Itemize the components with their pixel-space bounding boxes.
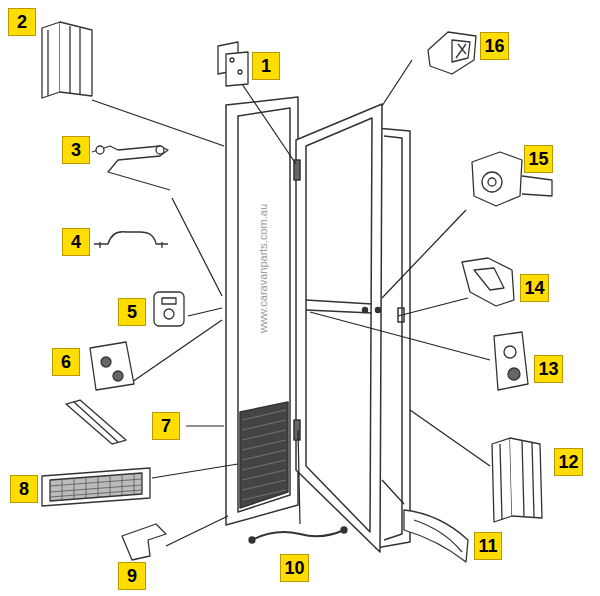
callout-box: 3	[62, 136, 90, 164]
callout-number: 1	[261, 57, 271, 75]
callout-box: 11	[474, 532, 502, 560]
callout-number: 6	[61, 353, 71, 371]
callout-number: 11	[478, 537, 497, 555]
callout-box: 7	[152, 412, 180, 440]
callout-box: 9	[118, 562, 146, 590]
callout-box: 14	[520, 274, 549, 302]
watermark: www.caravanparts.com.au	[257, 204, 269, 333]
callout-box: 10	[280, 554, 309, 582]
callout-number: 5	[127, 303, 137, 321]
callout-number: 2	[17, 13, 27, 31]
callout-box: 13	[534, 355, 563, 383]
callout-box: 4	[62, 228, 90, 256]
callout-box: 1	[252, 52, 280, 80]
callout-box: 15	[524, 145, 553, 173]
callout-box: 5	[118, 298, 146, 326]
callout-box: 2	[8, 8, 36, 36]
callout-box: 6	[52, 348, 80, 376]
callout-number: 8	[19, 480, 29, 498]
callout-number: 12	[558, 453, 578, 471]
callout-number: 4	[71, 233, 81, 251]
callout-number: 13	[538, 360, 558, 378]
callout-number: 7	[161, 417, 171, 435]
callout-box: 12	[554, 448, 583, 476]
callout-box: 16	[480, 32, 509, 60]
callout-box: 8	[10, 475, 38, 503]
callout-number: 9	[127, 567, 137, 585]
callout-number: 3	[71, 141, 81, 159]
callout-number: 15	[528, 150, 548, 168]
callout-number: 10	[284, 559, 304, 577]
callout-number: 14	[524, 279, 544, 297]
callout-number: 16	[484, 37, 504, 55]
